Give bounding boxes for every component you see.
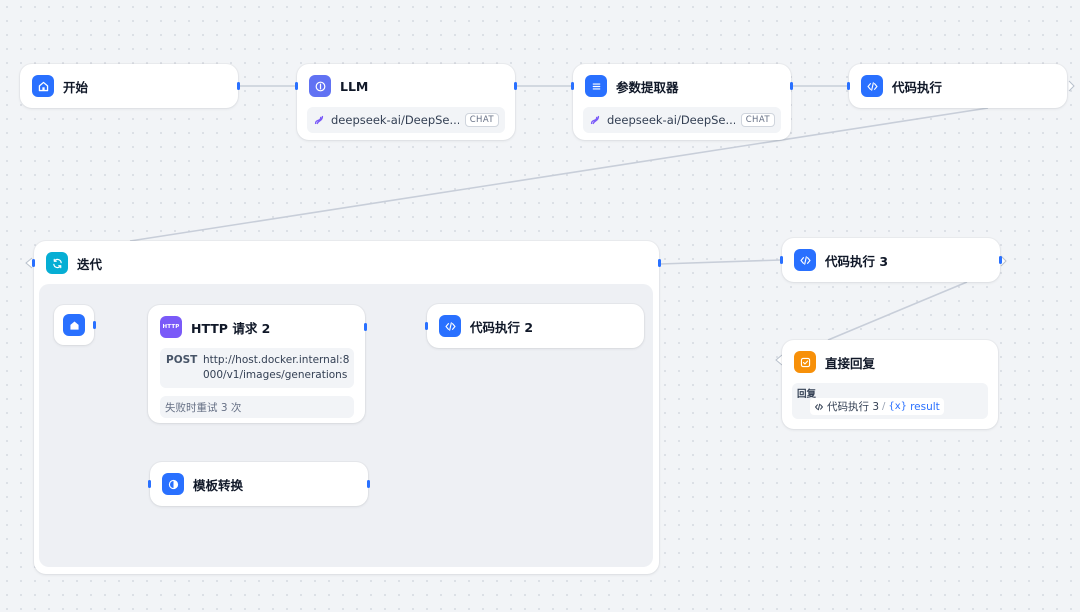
node-code-3[interactable]: 代码执行 3: [780, 238, 1002, 282]
input-handle[interactable]: [295, 82, 298, 90]
parameter-extractor-icon: [585, 75, 607, 97]
input-handle[interactable]: [32, 259, 35, 267]
http-url-line-1: http://host.docker.internal:8: [203, 354, 350, 366]
node-template-transform[interactable]: 模板转换: [148, 462, 370, 506]
model-selector[interactable]: deepseek-ai/DeepSe... CHAT: [583, 107, 781, 133]
model-provider-icon: [313, 114, 325, 126]
http-request-summary: POST http://host.docker.internal:8 000/v…: [160, 348, 354, 388]
code-icon: [794, 249, 816, 271]
edge-iteration-code3: [659, 259, 782, 265]
model-provider-icon: [589, 114, 601, 126]
input-handle[interactable]: [148, 480, 151, 488]
edge-code3-answer: [827, 281, 968, 341]
http-url-line-2: 000/v1/images/generations: [203, 369, 348, 381]
output-handle[interactable]: [514, 82, 517, 90]
chat-badge: CHAT: [464, 113, 499, 127]
edge-code-iteration: [129, 107, 989, 242]
node-title: 迭代: [77, 256, 103, 272]
node-start[interactable]: 开始: [20, 64, 240, 108]
output-handle[interactable]: [999, 256, 1002, 264]
http-icon: HTTP: [160, 316, 182, 338]
variable-name: result: [910, 400, 940, 413]
code-icon: [439, 315, 461, 337]
node-title: 代码执行 3: [825, 253, 889, 269]
answer-field: 回复 代码执行 3 / {x} result: [792, 383, 988, 419]
variable-node-name: 代码执行 3: [827, 401, 880, 413]
variable-prefix: {x}: [888, 401, 908, 412]
node-llm[interactable]: LLM deepseek-ai/DeepSe... CHAT: [295, 64, 517, 140]
output-handle[interactable]: [367, 480, 370, 488]
node-title: 直接回复: [825, 355, 876, 371]
node-title: 参数提取器: [616, 79, 679, 95]
output-handle[interactable]: [658, 259, 661, 267]
node-parameter-extractor[interactable]: 参数提取器 deepseek-ai/DeepSe... CHAT: [571, 64, 793, 140]
variable-separator: /: [882, 401, 886, 412]
input-handle[interactable]: [425, 322, 428, 330]
retry-setting: 失败时重试 3 次: [160, 396, 354, 418]
edge-arrow-code-out: [1068, 80, 1075, 92]
output-handle[interactable]: [93, 321, 96, 329]
loop-icon: [46, 252, 68, 274]
node-title: 代码执行: [892, 79, 943, 95]
template-icon: [162, 473, 184, 495]
output-handle[interactable]: [790, 82, 793, 90]
node-title: 模板转换: [193, 477, 244, 493]
node-title: 开始: [63, 79, 89, 95]
retry-text: 失败时重试 3 次: [165, 402, 242, 414]
input-handle[interactable]: [847, 82, 850, 90]
model-name: deepseek-ai/DeepSe...: [607, 113, 735, 127]
node-iteration-start[interactable]: [54, 305, 96, 345]
node-answer[interactable]: 直接回复 回复 代码执行 3 / {x} result: [782, 340, 998, 429]
node-title: LLM: [340, 78, 369, 94]
code-icon: [814, 402, 824, 412]
code-icon: [861, 75, 883, 97]
model-name: deepseek-ai/DeepSe...: [331, 113, 459, 127]
node-http-request[interactable]: HTTP HTTP 请求 2 POST http://host.docker.i…: [148, 305, 367, 423]
chat-badge: CHAT: [740, 113, 775, 127]
node-title: 代码执行 2: [470, 319, 534, 335]
http-method: POST: [166, 354, 198, 366]
home-icon: [32, 75, 54, 97]
answer-icon: [794, 351, 816, 373]
node-code[interactable]: 代码执行: [847, 64, 1067, 108]
llm-icon: [309, 75, 331, 97]
node-code-2[interactable]: 代码执行 2: [425, 304, 644, 348]
variable-reference[interactable]: 代码执行 3 / {x} result: [810, 398, 944, 415]
model-selector[interactable]: deepseek-ai/DeepSe... CHAT: [307, 107, 505, 133]
input-handle[interactable]: [780, 256, 783, 264]
home-icon: [63, 314, 85, 336]
output-handle[interactable]: [237, 82, 240, 90]
input-handle[interactable]: [571, 82, 574, 90]
answer-field-label: 回复: [797, 389, 817, 400]
output-handle[interactable]: [364, 323, 367, 331]
node-title: HTTP 请求 2: [191, 320, 271, 336]
